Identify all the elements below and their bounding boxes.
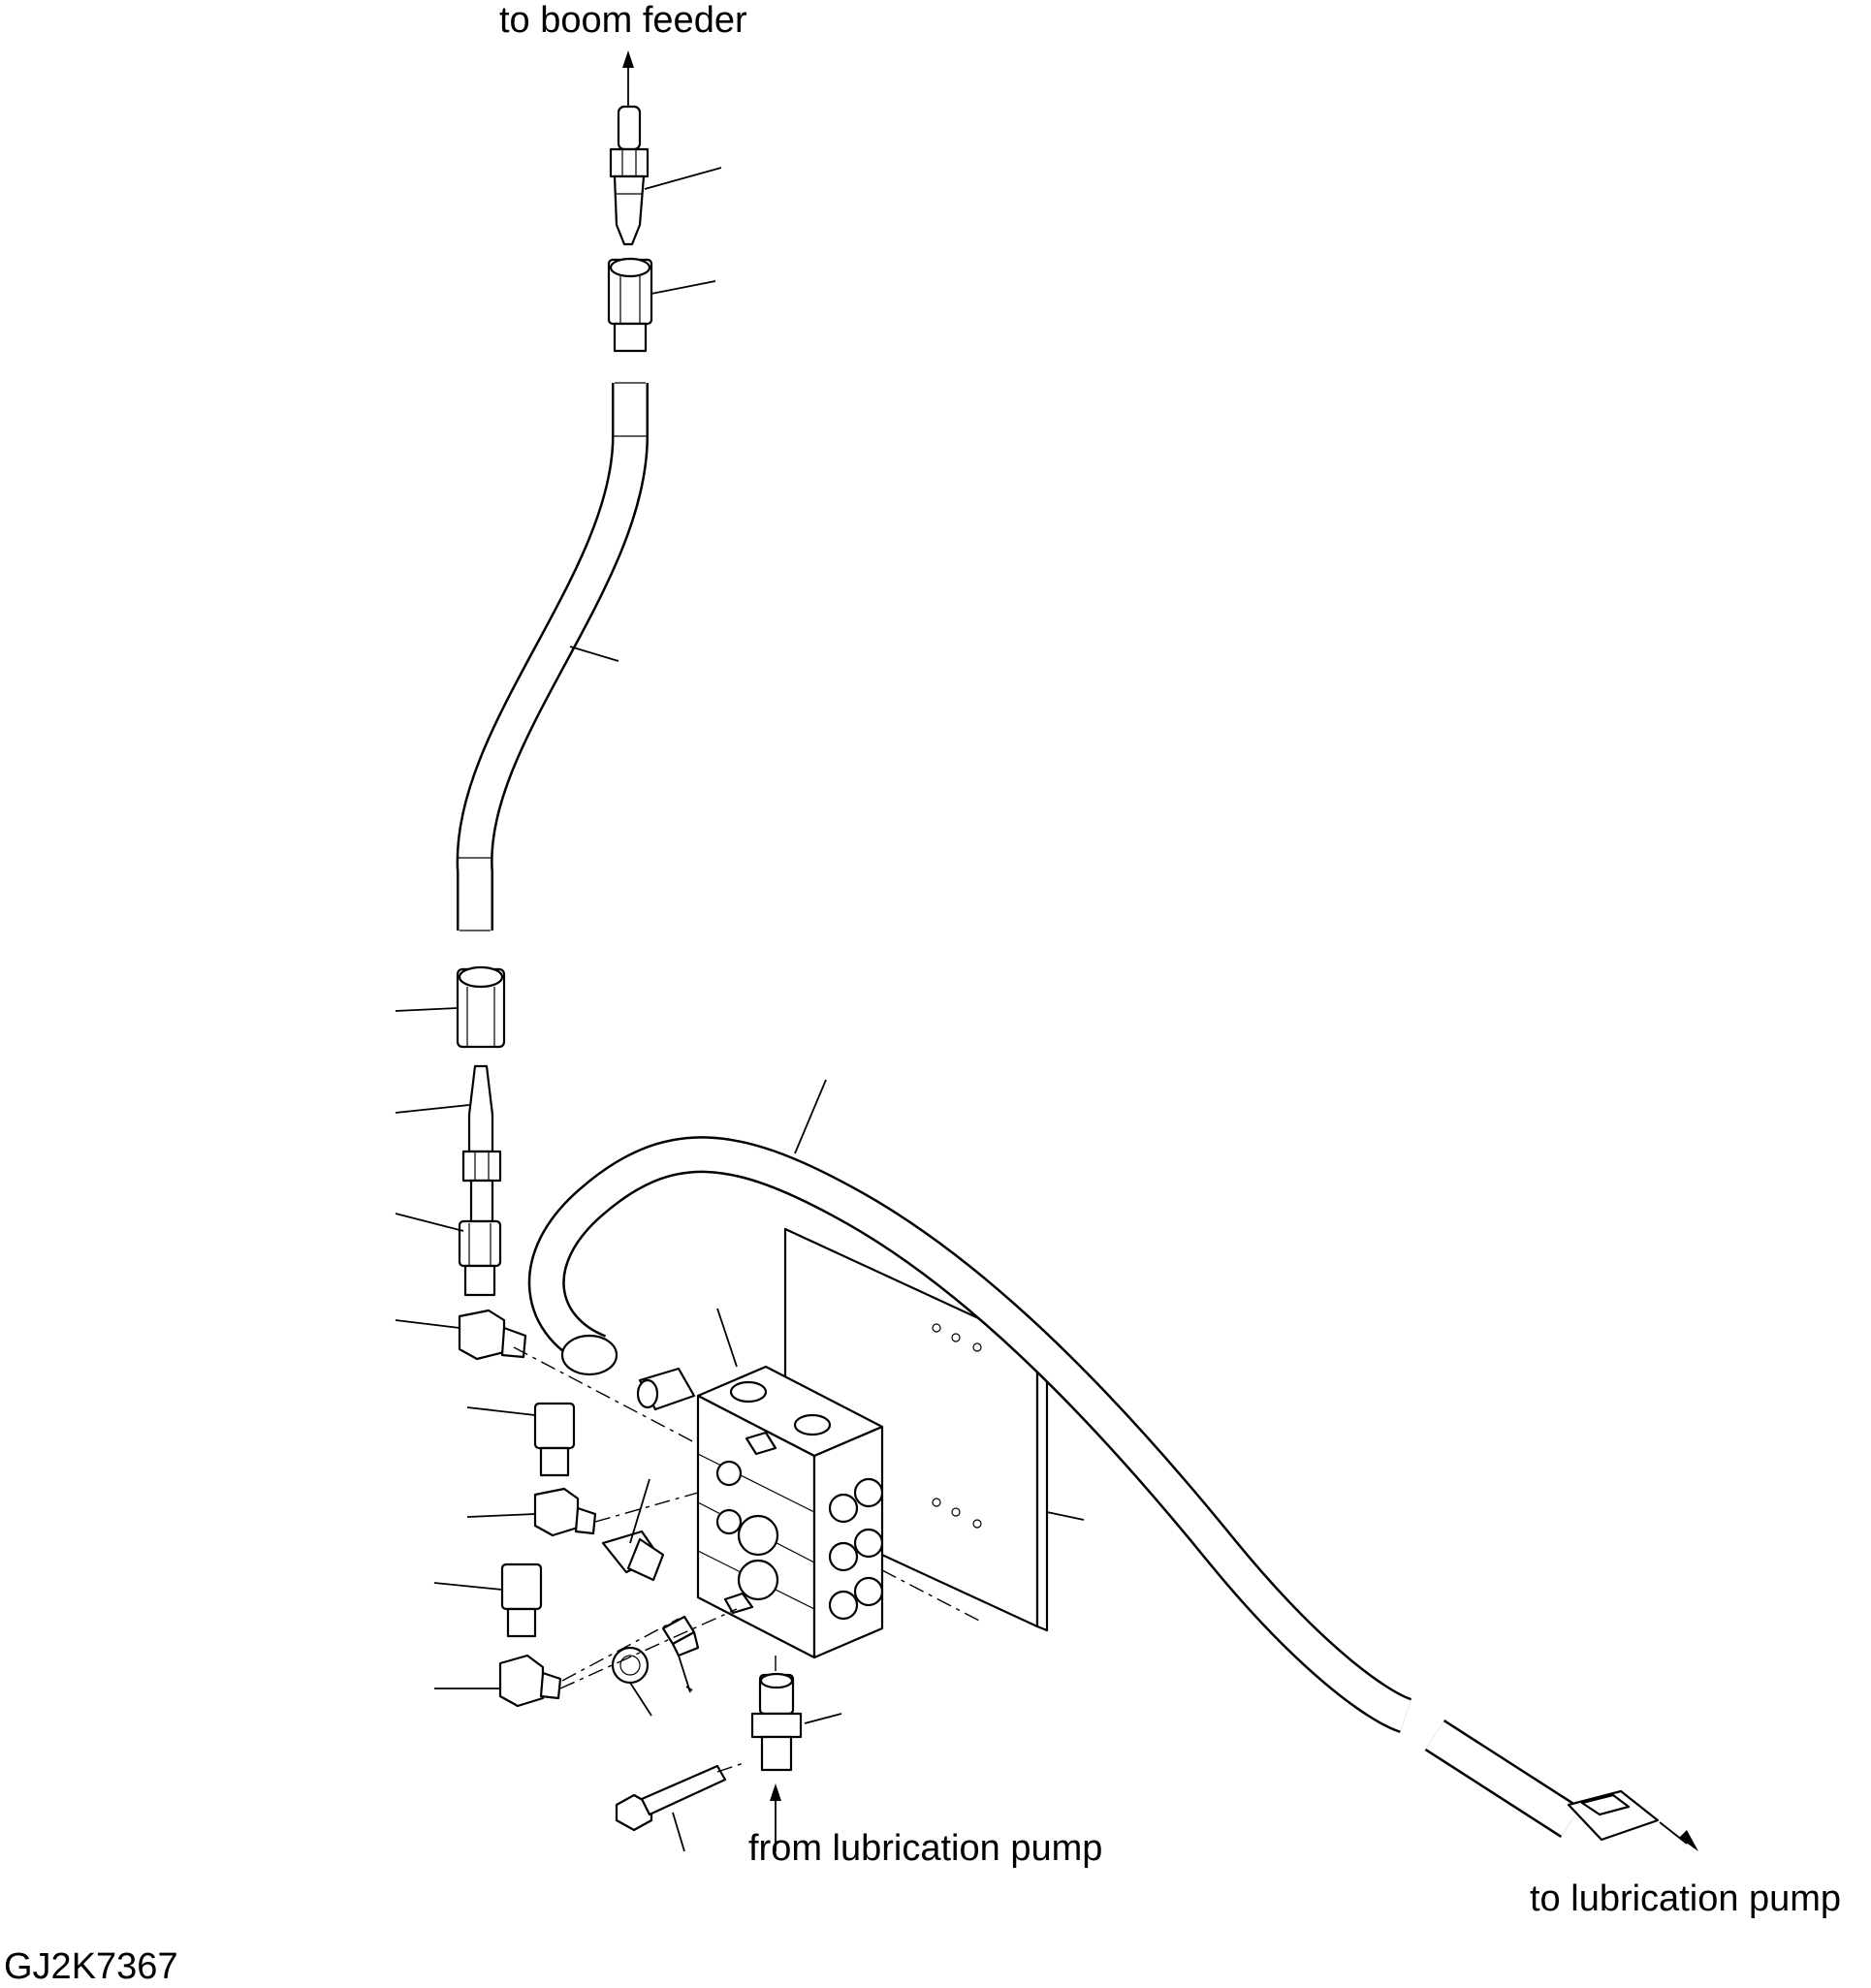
elbow-fitting-lower bbox=[500, 1656, 560, 1706]
compression-nut-lower bbox=[502, 1564, 541, 1636]
figure-code: GJ2K7367 bbox=[4, 1946, 178, 1987]
lubrication-pump-hose bbox=[547, 1154, 1658, 1840]
lubrication-pump-arrow bbox=[1660, 1822, 1698, 1851]
callout-leaders bbox=[396, 168, 1084, 1851]
label-to-boom-feeder: to boom feeder bbox=[499, 0, 747, 41]
divider-valve-block bbox=[698, 1367, 882, 1657]
elbow-fitting-middle bbox=[535, 1489, 595, 1535]
assembly-centerlines bbox=[514, 1347, 979, 1772]
elbow-fitting-upper bbox=[460, 1310, 525, 1359]
label-from-lubrication-pump: from lubrication pump bbox=[748, 1828, 1103, 1869]
boom-feeder-arrow bbox=[622, 50, 634, 109]
middle-nipple-fitting bbox=[463, 1066, 500, 1221]
label-to-lubrication-pump: to lubrication pump bbox=[1530, 1878, 1842, 1919]
hose-end-hex-nut bbox=[458, 967, 504, 1047]
hose-end-fitting-valve bbox=[638, 1369, 694, 1409]
mounting-bolt bbox=[617, 1766, 725, 1830]
top-hex-nut bbox=[609, 259, 651, 351]
inlet-arrow bbox=[770, 1783, 781, 1851]
boom-feeder-hose bbox=[459, 383, 647, 931]
compression-nut-left bbox=[460, 1221, 500, 1295]
grease-nipple bbox=[663, 1617, 698, 1656]
top-nipple-fitting bbox=[611, 107, 648, 244]
adapter-fitting bbox=[603, 1531, 663, 1580]
dust-cap bbox=[613, 1648, 648, 1683]
compression-nut-middle bbox=[535, 1404, 574, 1475]
hose-end-fitting-left bbox=[562, 1336, 617, 1374]
inlet-connector bbox=[752, 1674, 801, 1770]
